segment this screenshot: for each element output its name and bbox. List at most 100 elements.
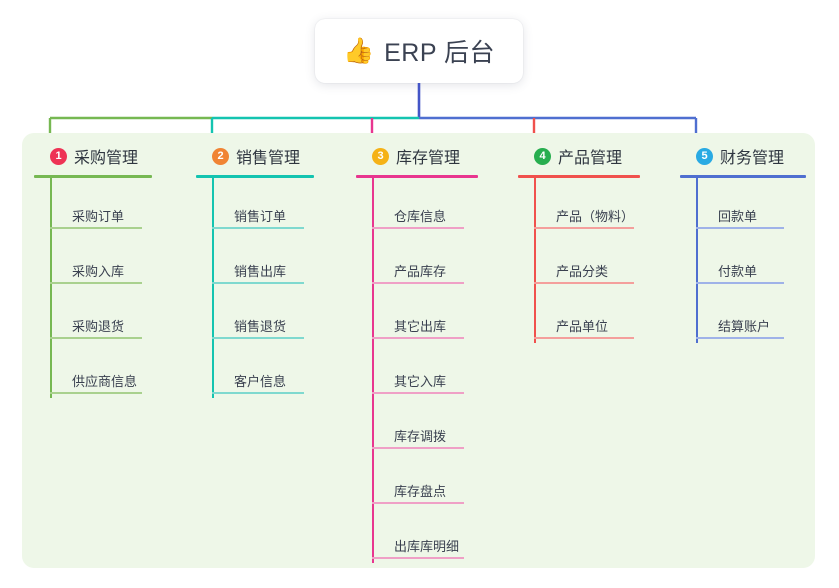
branch-spine bbox=[372, 178, 374, 563]
branch-title: 销售管理 bbox=[236, 150, 301, 167]
branch-number-badge: 3 bbox=[372, 147, 389, 165]
leaf-node[interactable]: 产品单位 bbox=[534, 288, 648, 343]
branch-body: 销售订单销售出库销售退货客户信息 bbox=[212, 178, 326, 398]
leaf-rule bbox=[372, 557, 464, 559]
leaf-rule bbox=[50, 337, 142, 339]
branch-body: 采购订单采购入库采购退货供应商信息 bbox=[50, 178, 164, 398]
leaf-label: 库存盘点 bbox=[394, 484, 447, 499]
leaf-node[interactable]: 其它出库 bbox=[372, 288, 486, 343]
branch-body: 仓库信息产品库存其它出库其它入库库存调拨库存盘点出库库明细 bbox=[372, 178, 486, 563]
leaf-rule bbox=[372, 447, 464, 449]
branch-column-3: 3 库存管理仓库信息产品库存其它出库其它入库库存调拨库存盘点出库库明细 bbox=[356, 143, 486, 563]
leaf-node[interactable]: 产品（物料） bbox=[534, 178, 648, 233]
leaf-node[interactable]: 回款单 bbox=[696, 178, 810, 233]
branch-body: 回款单付款单结算账户 bbox=[696, 178, 810, 343]
branch-header-rule bbox=[356, 175, 478, 178]
leaf-rule bbox=[372, 392, 464, 394]
branch-number-badge: 1 bbox=[50, 147, 67, 165]
leaf-label: 产品单位 bbox=[556, 319, 609, 334]
leaf-label: 产品（物料） bbox=[556, 209, 635, 224]
branch-header-rule bbox=[680, 175, 806, 178]
leaf-node[interactable]: 销售订单 bbox=[212, 178, 326, 233]
branch-spine bbox=[50, 178, 52, 398]
leaf-node[interactable]: 付款单 bbox=[696, 233, 810, 288]
leaf-rule bbox=[534, 282, 634, 284]
leaf-rule bbox=[372, 227, 464, 229]
leaf-label: 销售退货 bbox=[234, 319, 287, 334]
root-node[interactable]: 👍 ERP 后台 bbox=[315, 19, 523, 83]
leaf-rule bbox=[212, 337, 304, 339]
leaf-rule bbox=[372, 502, 464, 504]
leaf-node[interactable]: 产品库存 bbox=[372, 233, 486, 288]
leaf-label: 销售出库 bbox=[234, 264, 287, 279]
branch-number-badge: 5 bbox=[696, 147, 713, 165]
leaf-node[interactable]: 供应商信息 bbox=[50, 343, 164, 398]
leaf-label: 采购退货 bbox=[72, 319, 125, 334]
branch-column-2: 2 销售管理销售订单销售出库销售退货客户信息 bbox=[196, 143, 326, 398]
leaf-label: 回款单 bbox=[718, 209, 758, 224]
branch-column-5: 5 财务管理回款单付款单结算账户 bbox=[680, 143, 810, 343]
leaf-node[interactable]: 结算账户 bbox=[696, 288, 810, 343]
leaf-node[interactable]: 仓库信息 bbox=[372, 178, 486, 233]
leaf-label: 采购入库 bbox=[72, 264, 125, 279]
branch-header-5[interactable]: 5 财务管理 bbox=[680, 143, 810, 169]
branch-spine bbox=[212, 178, 214, 398]
leaf-label: 出库库明细 bbox=[394, 539, 460, 554]
leaf-label: 产品分类 bbox=[556, 264, 609, 279]
leaf-rule bbox=[534, 227, 634, 229]
branch-title: 财务管理 bbox=[720, 150, 785, 167]
leaf-node[interactable]: 采购退货 bbox=[50, 288, 164, 343]
branch-header-3[interactable]: 3 库存管理 bbox=[356, 143, 486, 169]
root-title: ERP 后台 bbox=[384, 39, 496, 67]
leaf-node[interactable]: 出库库明细 bbox=[372, 508, 486, 563]
branch-column-4: 4 产品管理产品（物料） 产品分类产品单位 bbox=[518, 143, 648, 343]
leaf-rule bbox=[50, 392, 142, 394]
leaf-rule bbox=[372, 337, 464, 339]
leaf-node[interactable]: 采购订单 bbox=[50, 178, 164, 233]
leaf-rule bbox=[212, 282, 304, 284]
leaf-rule bbox=[534, 337, 634, 339]
leaf-label: 产品库存 bbox=[394, 264, 447, 279]
branch-spine bbox=[696, 178, 698, 343]
branch-title: 库存管理 bbox=[396, 150, 461, 167]
branch-header-rule bbox=[518, 175, 640, 178]
leaf-node[interactable]: 采购入库 bbox=[50, 233, 164, 288]
leaf-node[interactable]: 销售出库 bbox=[212, 233, 326, 288]
leaf-node[interactable]: 其它入库 bbox=[372, 343, 486, 398]
branch-spine bbox=[534, 178, 536, 343]
leaf-label: 其它入库 bbox=[394, 374, 447, 389]
leaf-label: 仓库信息 bbox=[394, 209, 447, 224]
leaf-rule bbox=[696, 227, 784, 229]
branch-header-rule bbox=[34, 175, 152, 178]
leaf-node[interactable]: 产品分类 bbox=[534, 233, 648, 288]
thumbs-up-icon: 👍 bbox=[342, 36, 375, 65]
leaf-rule bbox=[212, 227, 304, 229]
leaf-node[interactable]: 客户信息 bbox=[212, 343, 326, 398]
leaf-rule bbox=[372, 282, 464, 284]
branch-title: 产品管理 bbox=[558, 150, 623, 167]
leaf-node[interactable]: 库存调拨 bbox=[372, 398, 486, 453]
branch-number-badge: 4 bbox=[534, 147, 551, 165]
leaf-rule bbox=[50, 227, 142, 229]
branches-panel bbox=[22, 133, 815, 568]
leaf-rule bbox=[50, 282, 142, 284]
leaf-label: 客户信息 bbox=[234, 374, 287, 389]
leaf-label: 结算账户 bbox=[718, 319, 771, 334]
leaf-label: 库存调拨 bbox=[394, 429, 447, 444]
leaf-node[interactable]: 销售退货 bbox=[212, 288, 326, 343]
leaf-label: 付款单 bbox=[718, 264, 758, 279]
leaf-label: 供应商信息 bbox=[72, 374, 138, 389]
branch-header-rule bbox=[196, 175, 314, 178]
leaf-rule bbox=[696, 282, 784, 284]
branch-body: 产品（物料） 产品分类产品单位 bbox=[534, 178, 648, 343]
leaf-label: 采购订单 bbox=[72, 209, 125, 224]
leaf-label: 销售订单 bbox=[234, 209, 287, 224]
branch-header-4[interactable]: 4 产品管理 bbox=[518, 143, 648, 169]
branch-number-badge: 2 bbox=[212, 147, 229, 165]
leaf-node[interactable]: 库存盘点 bbox=[372, 453, 486, 508]
leaf-rule bbox=[696, 337, 784, 339]
branch-header-2[interactable]: 2 销售管理 bbox=[196, 143, 326, 169]
